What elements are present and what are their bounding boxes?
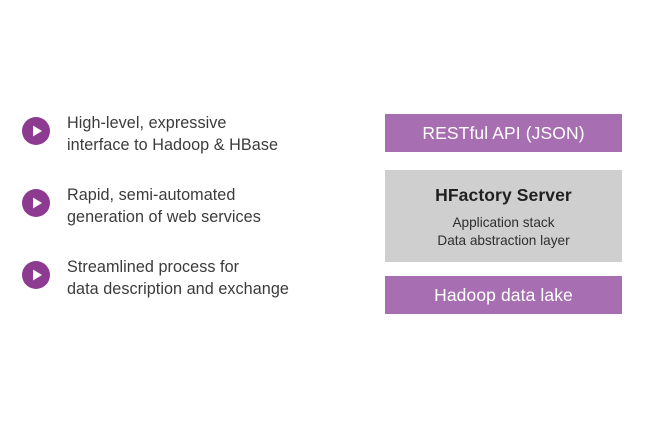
list-item: Rapid, semi-automated generation of web … (22, 184, 362, 228)
stack-layer-restful-api: RESTful API (JSON) (385, 114, 622, 152)
stack-layer-hfactory-server-subtitle: Application stack Data abstraction layer (437, 214, 570, 248)
benefit-text: Rapid, semi-automated generation of web … (67, 186, 261, 226)
play-triangle-icon (22, 117, 50, 145)
list-item: Streamlined process for data description… (22, 256, 362, 300)
benefit-text: High-level, expressive interface to Hado… (67, 114, 279, 154)
architecture-stack: RESTful API (JSON) HFactory Server Appli… (385, 114, 622, 314)
stack-layer-hfactory-server: HFactory Server Application stack Data a… (385, 170, 622, 262)
stack-layer-restful-api-label: RESTful API (JSON) (422, 122, 585, 143)
stack-layer-hadoop-data-lake-label: Hadoop data lake (434, 284, 573, 305)
benefit-text: Streamlined process for data description… (67, 258, 289, 298)
play-triangle-icon (22, 261, 50, 289)
stack-layer-hfactory-server-title: HFactory Server (435, 184, 572, 205)
benefits-list: High-level, expressive interface to Hado… (22, 112, 362, 300)
play-triangle-icon (22, 189, 50, 217)
stack-layer-hadoop-data-lake: Hadoop data lake (385, 276, 622, 314)
list-item: High-level, expressive interface to Hado… (22, 112, 362, 156)
